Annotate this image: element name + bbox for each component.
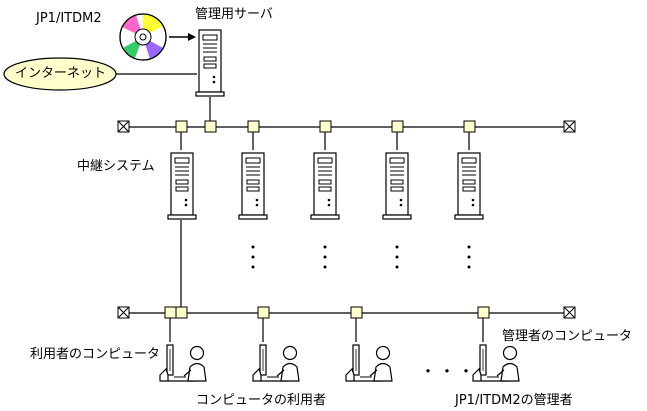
cd-disc-icon	[119, 13, 167, 61]
management-server-icon	[195, 29, 225, 97]
user-computer-label: 利用者のコンピュータ	[30, 347, 161, 362]
lan-node	[204, 120, 217, 133]
lan-node	[391, 120, 404, 133]
lan-node	[477, 306, 490, 319]
relay-server-icon	[310, 152, 340, 220]
internet-label: インターネット	[15, 66, 107, 81]
network-terminator-icon	[117, 120, 130, 133]
admin-computer-label: 管理者のコンピュータ	[502, 329, 633, 344]
computer-users-label: コンピュータの利用者	[196, 393, 327, 408]
relay-server-icon	[454, 152, 484, 220]
lan-node	[350, 306, 363, 319]
lan-node	[257, 306, 270, 319]
horizontal-ellipsis: ・・・	[420, 362, 478, 381]
itdm2-admin-label: JP1/ITDM2の管理者	[455, 393, 573, 408]
user-workstation-icon	[345, 344, 393, 382]
relay-server-icon	[382, 152, 412, 220]
network-terminator-icon	[117, 306, 130, 319]
lan-node	[164, 306, 177, 319]
vertical-ellipsis	[251, 245, 471, 269]
relay-system-label: 中継システム	[77, 159, 155, 174]
lan-node	[319, 120, 332, 133]
lan-node	[247, 120, 260, 133]
lan-node	[175, 120, 188, 133]
network-terminator-icon	[563, 306, 576, 319]
software-label: JP1/ITDM2	[36, 11, 102, 26]
relay-server-icon	[238, 152, 268, 220]
management-server-label: 管理用サーバ	[195, 7, 273, 22]
relay-server-icon	[167, 152, 197, 220]
lan-node	[463, 120, 476, 133]
lan-node	[175, 306, 188, 319]
admin-workstation-icon	[472, 344, 520, 382]
user-workstation-icon	[159, 344, 207, 382]
user-workstation-icon	[252, 344, 300, 382]
network-terminator-icon	[563, 120, 576, 133]
